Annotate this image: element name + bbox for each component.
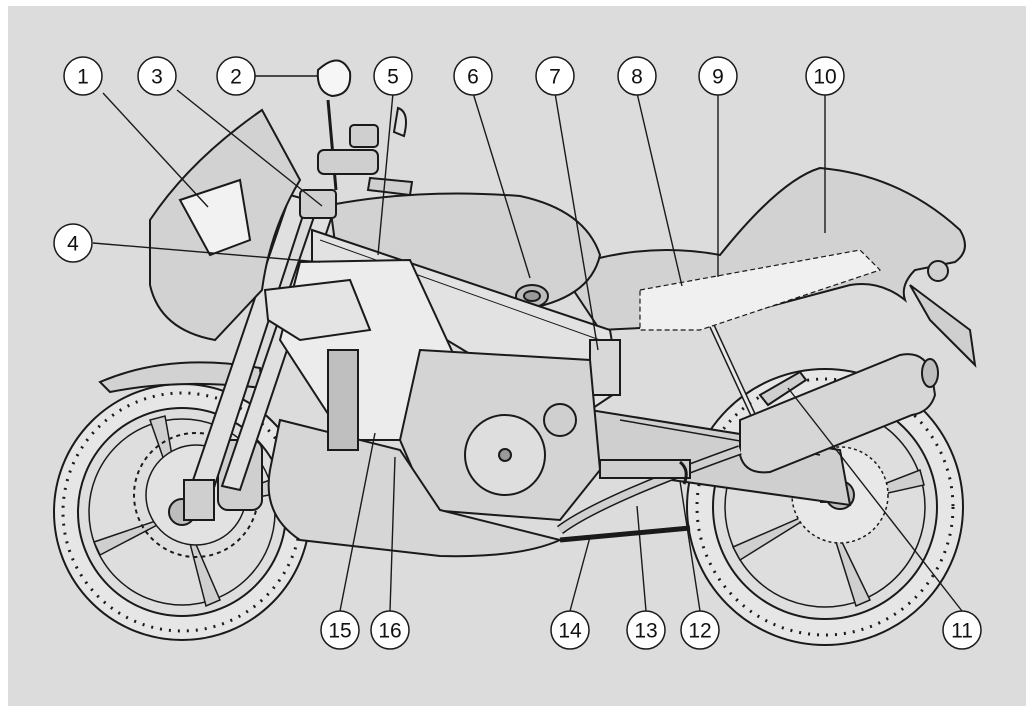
callout-8: 8 bbox=[617, 56, 657, 96]
callout-1-label: 1 bbox=[77, 66, 89, 89]
callout-10-label: 10 bbox=[813, 66, 836, 89]
callout-16-label: 16 bbox=[378, 620, 401, 643]
callout-2: 2 bbox=[216, 56, 256, 96]
callout-3: 3 bbox=[137, 56, 177, 96]
callout-15: 15 bbox=[320, 610, 360, 650]
handlebars bbox=[299, 59, 414, 219]
callout-14-label: 14 bbox=[558, 620, 582, 643]
callout-9: 9 bbox=[698, 56, 738, 96]
callout-6: 6 bbox=[453, 56, 493, 96]
callout-5: 5 bbox=[373, 56, 413, 96]
callout-11-label: 11 bbox=[951, 620, 973, 643]
radiator bbox=[327, 349, 359, 451]
callout-4: 4 bbox=[53, 223, 93, 263]
lower-fairing bbox=[267, 418, 564, 558]
callout-13: 13 bbox=[626, 610, 666, 650]
callout-1: 1 bbox=[63, 56, 103, 96]
callout-7: 7 bbox=[535, 56, 575, 96]
callout-14: 14 bbox=[550, 610, 590, 650]
footrests bbox=[559, 370, 808, 543]
callout-16: 16 bbox=[370, 610, 410, 650]
front-fairing bbox=[149, 108, 372, 342]
callout-7-label: 7 bbox=[549, 66, 561, 89]
callout-12-label: 12 bbox=[688, 620, 711, 643]
engine bbox=[398, 348, 602, 522]
callout-9-label: 9 bbox=[712, 66, 724, 89]
callout-2-label: 2 bbox=[230, 66, 242, 89]
leader-lines bbox=[92, 75, 963, 612]
front-wheel bbox=[53, 383, 311, 641]
exhaust bbox=[557, 353, 939, 535]
callout-4-label: 4 bbox=[67, 233, 79, 256]
callout-5-label: 5 bbox=[387, 66, 399, 89]
callout-11: 11 bbox=[942, 610, 982, 650]
callout-10: 10 bbox=[805, 56, 845, 96]
callout-6-label: 6 bbox=[467, 66, 479, 89]
callout-13-label: 13 bbox=[634, 620, 657, 643]
callout-8-label: 8 bbox=[631, 66, 643, 89]
tail-section bbox=[558, 166, 977, 368]
callout-12: 12 bbox=[680, 610, 720, 650]
callout-3-label: 3 bbox=[151, 66, 163, 89]
callout-15-label: 15 bbox=[328, 620, 351, 643]
